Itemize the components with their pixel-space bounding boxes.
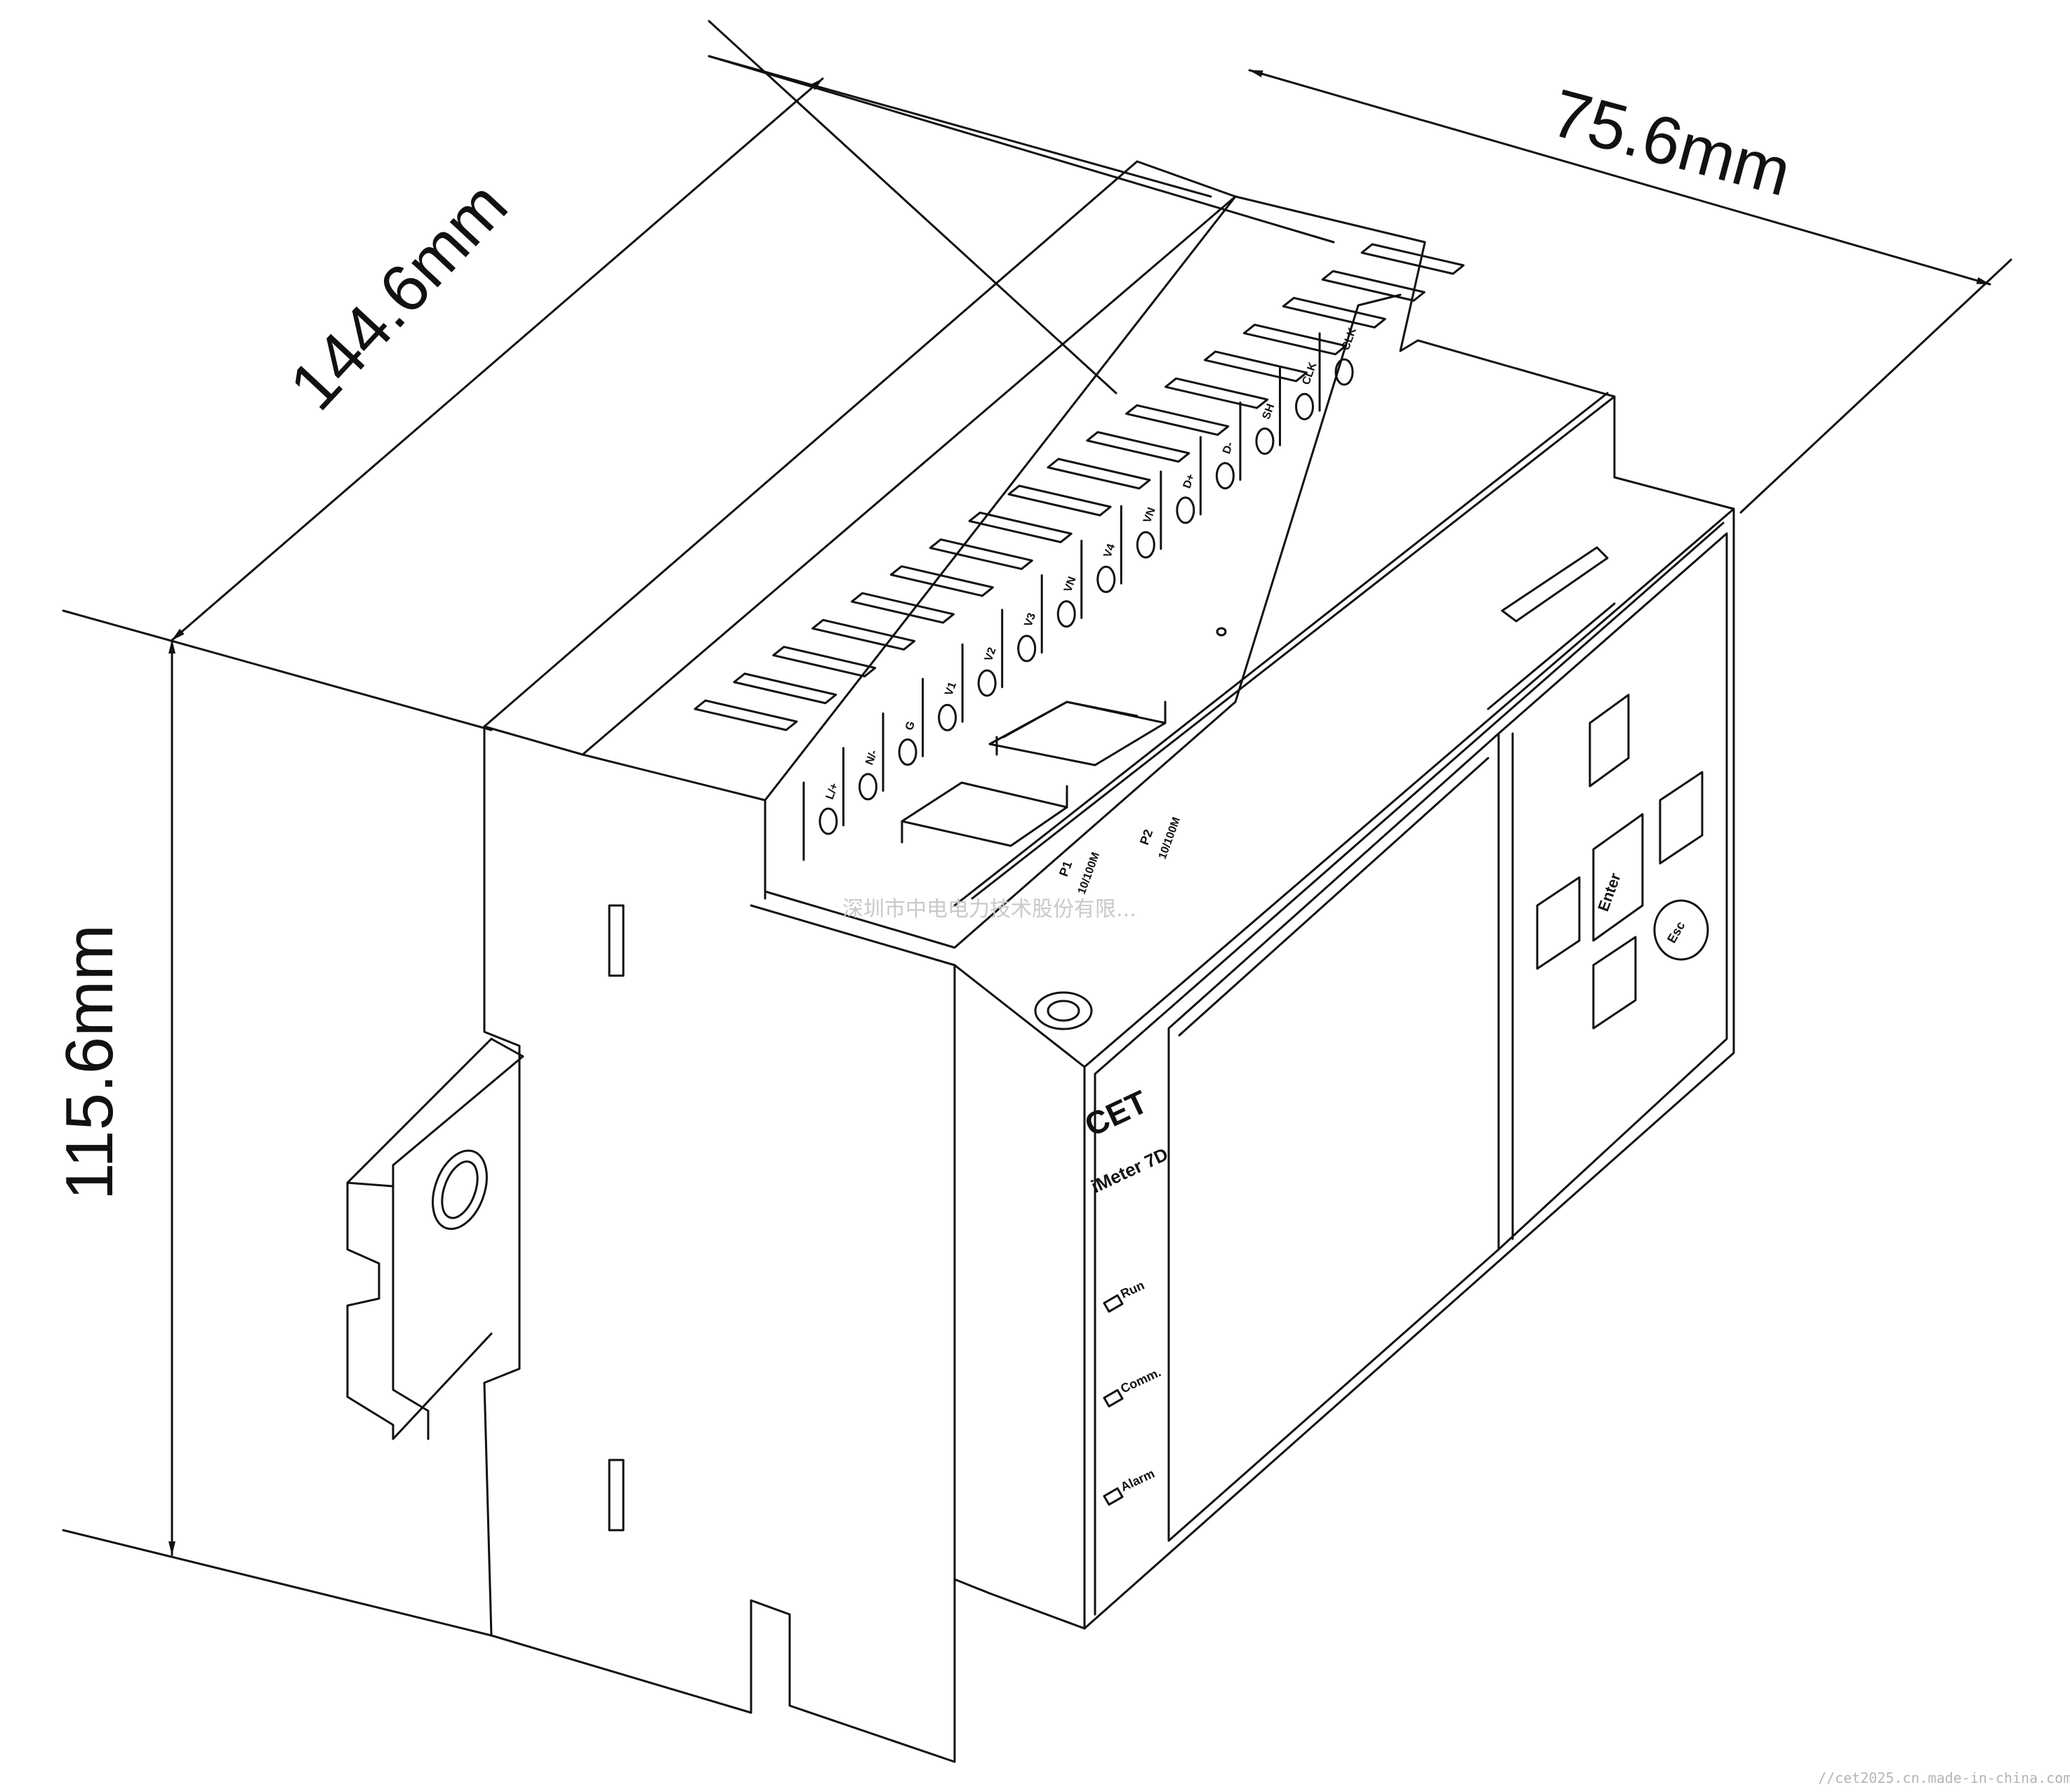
down-button[interactable]: [1592, 936, 1637, 1030]
terminal-label: VN: [1062, 575, 1079, 594]
terminal-label: VN: [1141, 506, 1158, 525]
terminal-plug: [1086, 431, 1190, 463]
terminal-screw: [1334, 358, 1354, 386]
led-alarm-label: Alarm: [1118, 1466, 1157, 1494]
terminal-screw: [1136, 531, 1155, 559]
terminal-label: V4: [1102, 542, 1118, 559]
terminal-label: V2: [983, 646, 999, 663]
terminal-plug: [889, 565, 994, 597]
port-p2-speed: 10/100M: [1157, 816, 1183, 861]
terminal-plug: [1203, 350, 1308, 383]
port-p1-name: P1: [1056, 859, 1075, 879]
terminal-label: CLK: [1300, 360, 1319, 386]
left-button[interactable]: [1536, 876, 1581, 970]
terminal-screw: [1056, 600, 1076, 628]
model-label: iMeter 7D: [1088, 1143, 1172, 1197]
terminal-screw: [1096, 565, 1116, 593]
terminal-screw: [1176, 496, 1195, 524]
enter-button[interactable]: [1592, 813, 1644, 942]
port-p1-speed: 10/100M: [1076, 851, 1102, 896]
terminal-screw: [1255, 427, 1275, 455]
terminal-plug: [811, 618, 916, 651]
device-body: [346, 160, 1735, 1763]
led-run-label: Run: [1118, 1278, 1146, 1301]
terminal-plug: [1282, 296, 1386, 328]
rj45-ports: [901, 701, 1167, 847]
terminal-label: G: [903, 719, 917, 732]
terminal-label: CLK: [1340, 326, 1359, 352]
terminal-screw: [1215, 462, 1235, 490]
esc-button[interactable]: [1653, 899, 1709, 961]
company-watermark: 深圳市中电电力技术股份有限...: [842, 897, 1136, 922]
width-dimension-label: 75.6mm: [1544, 75, 1799, 211]
source-watermark: //cet2025.cn.made-in-china.com: [1818, 1770, 2070, 1786]
brand-logo: CET: [1079, 1083, 1153, 1143]
terminal-label: D-: [1221, 440, 1236, 456]
terminal-plug: [1007, 484, 1112, 517]
esc-button-label: Esc: [1664, 919, 1687, 945]
terminal-plug: [968, 511, 1073, 543]
terminal-screw: [1294, 392, 1314, 420]
right-button[interactable]: [1659, 771, 1704, 865]
terminal-screw: [818, 807, 838, 835]
terminal-screw: [1017, 635, 1037, 663]
terminal-plug: [1125, 404, 1230, 436]
keypad: [1536, 693, 1709, 1030]
terminal-label: SH: [1261, 402, 1278, 421]
led-indicators: [1103, 1294, 1124, 1506]
terminal-plug: [929, 538, 1033, 571]
terminal-screw: [938, 703, 957, 731]
terminal-screw: [858, 773, 878, 801]
port-p2-name: P2: [1137, 828, 1155, 847]
terminal-plug: [1360, 243, 1465, 275]
terminal-label: D+: [1181, 472, 1197, 490]
terminal-plug: [1165, 377, 1269, 409]
terminal-plug: [694, 699, 798, 731]
terminal-label: V1: [943, 680, 959, 697]
terminal-plug: [733, 672, 837, 705]
length-dimension-label: 144.6mm: [275, 168, 522, 425]
terminal-label: L/+: [824, 781, 841, 801]
terminal-plug: [1242, 324, 1347, 356]
up-button[interactable]: [1588, 693, 1630, 788]
terminal-plug: [851, 592, 955, 624]
height-dimension-label: 115.6mm: [52, 924, 127, 1200]
enter-button-label: Enter: [1594, 870, 1624, 914]
terminal-screw: [977, 669, 997, 697]
terminal-label: V3: [1022, 611, 1038, 628]
terminal-label: N/-: [863, 748, 880, 766]
terminal-screw: [898, 738, 917, 766]
dimension-lines: [62, 20, 2012, 1637]
led-comm-label: Comm.: [1118, 1365, 1163, 1396]
terminal-block: [694, 243, 1465, 861]
terminal-plug: [1047, 458, 1151, 490]
terminal-plug: [1321, 270, 1426, 302]
terminal-plug: [772, 646, 877, 678]
